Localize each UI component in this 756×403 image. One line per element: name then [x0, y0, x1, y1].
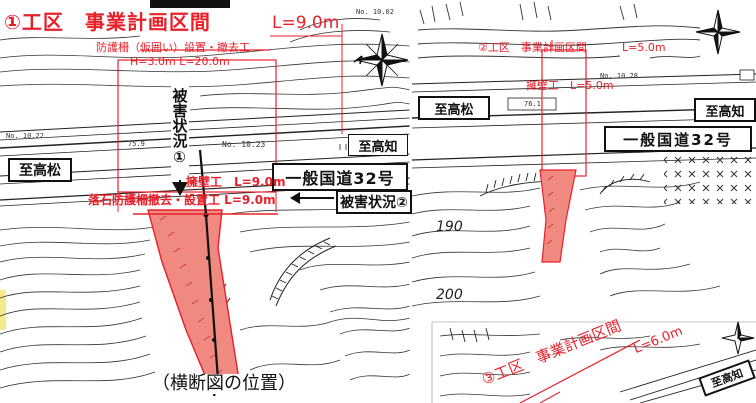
national-road-32-sign-1: 一般国道32号 — [272, 163, 408, 191]
panel1-length: L=9.0m — [272, 13, 340, 33]
panel2-length: L=5.0m — [622, 41, 666, 54]
panel1-elevation: 75.9 — [128, 140, 145, 148]
to-takamatsu-sign-1: 至高松 — [8, 158, 72, 182]
cross-section-location-label: （横断図の位置） — [150, 373, 298, 394]
panel2-map — [411, 1, 756, 307]
panel1-retaining-wall: 擁壁工 L=9.0m — [186, 175, 286, 189]
panel2-elevation: 76.1 — [524, 100, 541, 108]
panel1-rockfall-fence: 落石防護柵撤去・設置工 L=9.0m — [88, 193, 276, 207]
panel2-station: No. 10.28 — [600, 72, 638, 80]
panel2-title: ②工区 事業計画区間 — [478, 41, 587, 54]
panel2-retaining-wall: 擁壁工 L=5.0m — [526, 79, 614, 92]
panel1-title: ①工区 事業計画区間 — [4, 10, 211, 34]
panel1-station-1: No. 10.22 — [6, 132, 44, 140]
panel1-station-3: No. 10.02 — [356, 8, 394, 16]
damage-status-2-label: 被害状況② — [336, 190, 412, 214]
to-kochi-sign-1: 至高知 — [348, 134, 408, 156]
damage-status-1-label: 被害状況① — [171, 74, 189, 180]
to-takamatsu-sign-2: 至高松 — [418, 96, 490, 120]
panel1-fence-dims: H=3.0m L=20.0m — [130, 55, 230, 68]
national-road-32-sign-2: 一般国道32号 — [604, 126, 752, 152]
contour-label-190: 190 — [436, 219, 463, 235]
panel1-station-2: No. 10.23 — [222, 140, 266, 149]
contour-label-200: 200 — [436, 287, 463, 303]
panel1-fence-install: 防護柵（仮囲い）設置・撤去工 — [96, 41, 250, 54]
to-kochi-sign-2: 至高知 — [694, 98, 756, 122]
